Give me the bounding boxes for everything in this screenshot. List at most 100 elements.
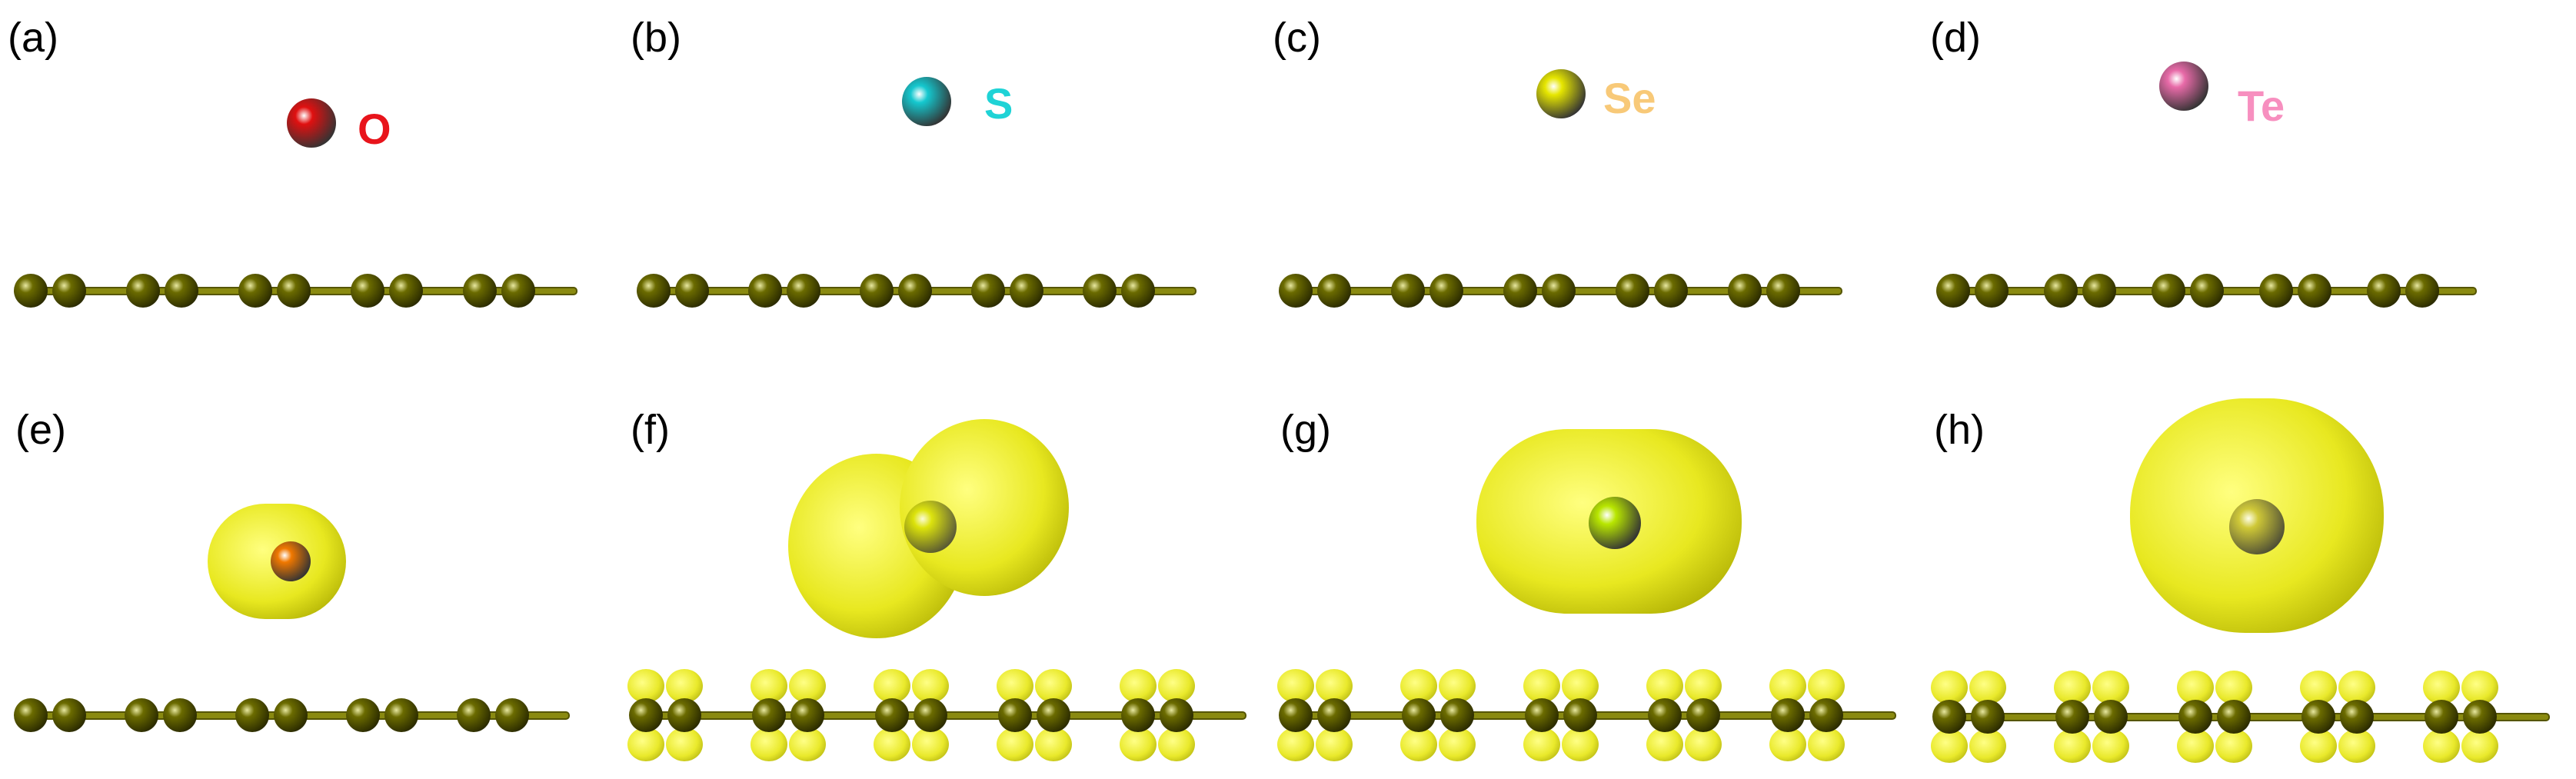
charge-lobe bbox=[2423, 671, 2460, 763]
carbon-atom bbox=[235, 698, 269, 732]
adsorbate-atom bbox=[2159, 62, 2208, 111]
carbon-atom bbox=[1542, 274, 1576, 308]
carbon-atom bbox=[1525, 698, 1559, 732]
carbon-atom bbox=[752, 698, 786, 732]
carbon-atom bbox=[1771, 698, 1805, 732]
charge-lobe bbox=[1523, 669, 1560, 761]
adsorbate-atom bbox=[287, 98, 336, 148]
carbon-atom bbox=[1648, 698, 1682, 732]
carbon-atom bbox=[1936, 274, 1970, 308]
carbon-atom bbox=[1616, 274, 1649, 308]
carbon-atom bbox=[1654, 274, 1688, 308]
carbon-atom bbox=[2152, 274, 2185, 308]
charge-lobe bbox=[1969, 671, 2006, 763]
carbon-atom bbox=[2405, 274, 2439, 308]
charge-lobe bbox=[2300, 671, 2337, 763]
panel-g: (g) bbox=[1277, 392, 1911, 769]
panel-c: (c) Se bbox=[1273, 0, 1903, 377]
charge-lobe bbox=[666, 669, 703, 761]
panel-h: (h) bbox=[1931, 392, 2564, 769]
carbon-atom bbox=[14, 698, 48, 732]
carbon-atom bbox=[637, 274, 671, 308]
charge-lobe bbox=[2177, 671, 2214, 763]
carbon-atom bbox=[629, 698, 663, 732]
charge-lobe bbox=[627, 669, 664, 761]
carbon-atom bbox=[667, 698, 701, 732]
element-label-a: O bbox=[358, 105, 391, 153]
charge-isosurface bbox=[788, 419, 1069, 638]
charge-lobe bbox=[1439, 669, 1476, 761]
carbon-atom bbox=[1160, 698, 1193, 732]
charge-lobe bbox=[1400, 669, 1437, 761]
charge-lobe bbox=[2092, 671, 2129, 763]
structure-c bbox=[1279, 69, 1842, 308]
carbon-atom bbox=[1975, 274, 2009, 308]
carbon-atom bbox=[1440, 698, 1474, 732]
carbon-atom bbox=[274, 698, 308, 732]
graphene-sheet bbox=[1277, 669, 1896, 761]
charge-lobe bbox=[1035, 669, 1072, 761]
charge-lobe bbox=[1120, 669, 1157, 761]
charge-lobe bbox=[1808, 669, 1845, 761]
carbon-atom bbox=[1809, 698, 1843, 732]
carbon-atom bbox=[2259, 274, 2293, 308]
carbon-atom bbox=[389, 274, 423, 308]
charge-lobe bbox=[1646, 669, 1683, 761]
charge-lobe bbox=[1685, 669, 1722, 761]
carbon-atom bbox=[1971, 700, 2005, 734]
adsorbate-atom bbox=[1536, 69, 1586, 118]
carbon-atom bbox=[2055, 700, 2089, 734]
carbon-atom bbox=[2301, 700, 2335, 734]
carbon-atom bbox=[126, 274, 160, 308]
graphene-sheet bbox=[14, 274, 577, 308]
panel-label-f: (f) bbox=[631, 407, 670, 453]
carbon-atom bbox=[1402, 698, 1436, 732]
charge-lobe bbox=[1316, 669, 1353, 761]
panel-label-e: (e) bbox=[15, 407, 66, 453]
carbon-atom bbox=[2217, 700, 2251, 734]
carbon-atom bbox=[2367, 274, 2401, 308]
panel-d: (d) Te bbox=[1930, 0, 2561, 377]
adsorbate-atom bbox=[904, 501, 957, 553]
charge-lobe bbox=[1769, 669, 1806, 761]
graphene-sheet bbox=[1936, 274, 2477, 308]
carbon-atom bbox=[1121, 698, 1155, 732]
carbon-atom bbox=[2178, 700, 2212, 734]
panel-e: (e) bbox=[14, 392, 646, 769]
carbon-atom bbox=[463, 274, 497, 308]
element-label-d: Te bbox=[2238, 82, 2285, 130]
carbon-atom bbox=[1121, 274, 1155, 308]
charge-lobe bbox=[1158, 669, 1195, 761]
charge-lobe bbox=[751, 669, 787, 761]
graphene-sheet bbox=[637, 274, 1196, 308]
carbon-atom bbox=[2094, 700, 2128, 734]
carbon-atom bbox=[998, 698, 1032, 732]
panel-a: (a) O bbox=[8, 0, 638, 377]
carbon-atom bbox=[2298, 274, 2331, 308]
charge-lobe bbox=[1277, 669, 1314, 761]
graphene-sheet bbox=[1279, 274, 1842, 308]
panel-label-b: (b) bbox=[631, 15, 681, 61]
graphene-sheet bbox=[627, 669, 1246, 761]
carbon-atom bbox=[914, 698, 947, 732]
carbon-atom bbox=[790, 698, 824, 732]
carbon-atom bbox=[1010, 274, 1043, 308]
carbon-atom bbox=[2340, 700, 2374, 734]
panel-label-d: (d) bbox=[1930, 15, 1981, 61]
carbon-atom bbox=[2463, 700, 2497, 734]
adsorbate-atom bbox=[271, 541, 311, 581]
carbon-atom bbox=[1563, 698, 1597, 732]
carbon-atom bbox=[1686, 698, 1720, 732]
carbon-atom bbox=[1503, 274, 1537, 308]
charge-lobe bbox=[2215, 671, 2252, 763]
charge-density-g bbox=[1277, 429, 1896, 761]
carbon-atom bbox=[1083, 274, 1117, 308]
carbon-atom bbox=[125, 698, 158, 732]
charge-lobe bbox=[2054, 671, 2091, 763]
carbon-atom bbox=[457, 698, 491, 732]
panel-b: (b) S bbox=[631, 0, 1261, 377]
carbon-atom bbox=[1932, 700, 1966, 734]
carbon-atom bbox=[2425, 700, 2458, 734]
charge-density-e bbox=[14, 504, 570, 732]
